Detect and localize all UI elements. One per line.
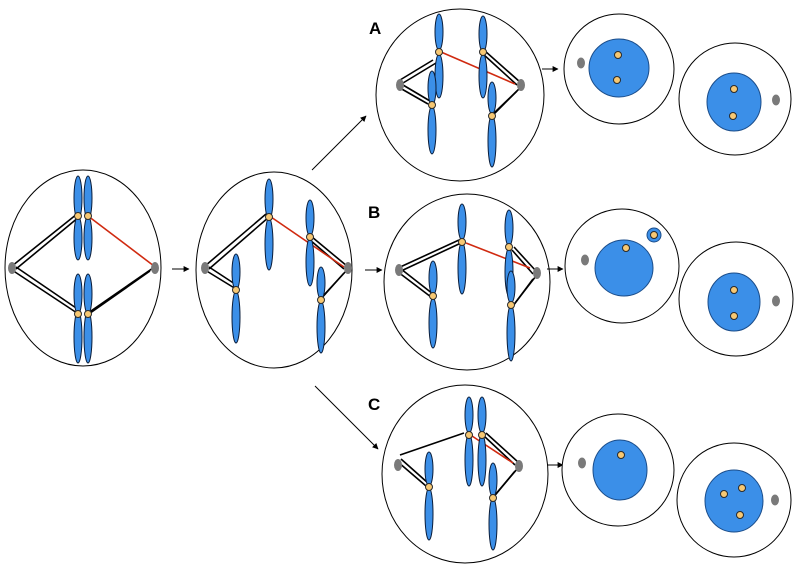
centrosome <box>8 262 16 274</box>
chromatid <box>504 209 514 297</box>
anaphase-cell <box>195 171 353 369</box>
kinetochore <box>428 101 436 109</box>
chromatid <box>427 70 437 155</box>
nucleus <box>704 469 764 533</box>
telophase-cell-a <box>375 8 545 182</box>
daughter-cell-a2 <box>678 42 792 156</box>
kinetochore <box>232 286 240 294</box>
spindle-fibers <box>11 213 155 317</box>
centrosome <box>517 79 525 91</box>
panel-label-a: A <box>369 19 381 38</box>
kinetochore <box>617 451 625 459</box>
kinetochore <box>736 511 744 519</box>
spindle-fibers <box>397 432 519 500</box>
daughter-cell-b1 <box>564 208 680 324</box>
telophase-cell-b <box>383 193 551 371</box>
kinetochore <box>84 310 92 318</box>
centrosome <box>151 262 159 274</box>
chromatid <box>478 15 488 99</box>
kinetochore <box>489 494 497 502</box>
centrosome <box>772 94 780 106</box>
chromosome <box>73 273 93 364</box>
panel-label-b: B <box>368 203 380 222</box>
metaphase-cell <box>4 169 162 367</box>
daughter-cell-b2 <box>678 241 794 357</box>
centrosome <box>772 295 780 307</box>
kinetochore <box>465 431 473 439</box>
kinetochore <box>505 243 513 251</box>
kinetochore <box>479 48 487 56</box>
merotelic-attachment <box>471 435 514 464</box>
kinetochore <box>265 213 273 221</box>
centrosome <box>533 267 541 279</box>
kinetochore <box>478 431 486 439</box>
kinetochore <box>488 112 496 120</box>
centrosome <box>395 264 403 276</box>
telophase-cell-c <box>381 384 549 564</box>
nucleus <box>592 439 648 501</box>
chromatid <box>231 253 241 344</box>
nucleus <box>594 239 654 297</box>
spindle-fibers <box>399 50 521 118</box>
nucleus <box>707 272 761 332</box>
chromatid <box>488 462 498 551</box>
merotelic-attachment <box>440 51 516 85</box>
daughter-cell-a1 <box>563 13 675 125</box>
panel-label-c: C <box>368 395 380 414</box>
chromatid <box>434 13 444 99</box>
chromosome <box>73 175 93 261</box>
daughter-cell-c1 <box>561 413 675 527</box>
kinetochore <box>614 51 622 59</box>
kinetochore <box>435 48 443 56</box>
centrosome <box>578 457 586 469</box>
kinetochore <box>74 212 82 220</box>
kinetochore <box>730 312 738 320</box>
kinetochore <box>507 301 515 309</box>
kinetochore <box>738 484 746 492</box>
kinetochore <box>458 238 466 246</box>
kinetochore <box>306 233 314 241</box>
kinetochore <box>317 296 325 304</box>
centrosome <box>344 262 352 274</box>
kinetochore <box>730 286 738 294</box>
kinetochore <box>429 292 437 300</box>
chromatid <box>487 81 497 168</box>
nucleus <box>588 38 650 98</box>
kinetochore <box>730 85 738 93</box>
kinetochore <box>622 244 630 252</box>
centrosome <box>771 494 779 506</box>
kinetochore <box>720 490 728 498</box>
kinetochore <box>425 483 433 491</box>
kinetochore <box>613 76 621 84</box>
spindle-fibers <box>204 213 348 301</box>
chromatid <box>264 178 274 271</box>
centrosome <box>201 262 209 274</box>
centrosome <box>394 459 402 471</box>
daughter-cell-c2 <box>676 442 792 558</box>
kinetochore <box>650 231 658 239</box>
kinetochore <box>729 112 737 120</box>
chromatid <box>428 260 438 349</box>
chromatid <box>424 451 434 541</box>
chromatid <box>305 199 315 287</box>
spindle-fibers <box>397 239 537 307</box>
arrow <box>314 385 379 450</box>
chromosome <box>464 396 487 487</box>
centrosome <box>581 254 589 266</box>
kinetochore <box>74 310 82 318</box>
arrow <box>311 115 367 171</box>
merotelic-attachment <box>465 242 531 269</box>
centrosome <box>577 57 585 69</box>
chromatid <box>506 270 516 362</box>
merotelic-attachment <box>87 215 155 267</box>
nucleus <box>706 72 762 132</box>
centrosome <box>396 79 404 91</box>
chromatid <box>457 203 467 295</box>
centrosome <box>515 460 523 472</box>
chromatid <box>316 266 326 354</box>
kinetochore <box>84 212 92 220</box>
